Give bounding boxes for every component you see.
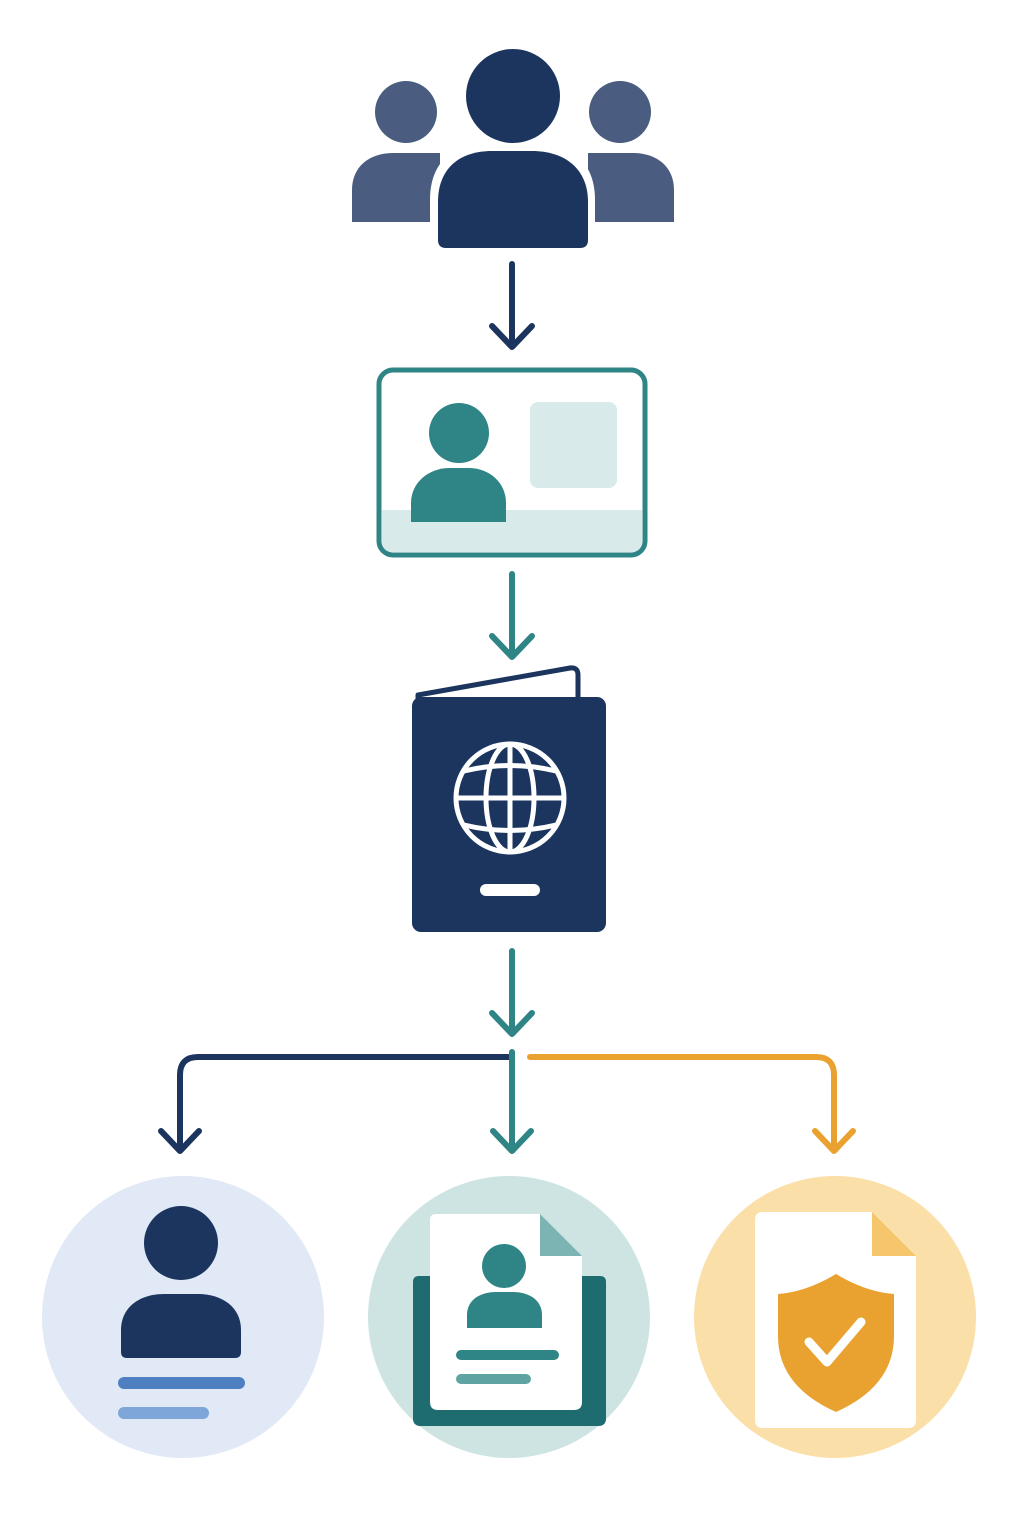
arrow-to-document-folder — [490, 1049, 534, 1154]
globe-icon — [453, 741, 567, 855]
id-card-icon — [376, 367, 648, 558]
arrow-user-group-to-id-card — [489, 261, 535, 350]
arrow-id-card-to-passport — [489, 571, 535, 660]
document-folder-icon — [368, 1176, 650, 1458]
arrow-passport-down — [489, 948, 535, 1037]
arrow-to-verified-document — [527, 1054, 856, 1154]
user-profile-icon — [42, 1176, 324, 1458]
verified-shield-document-icon — [694, 1176, 976, 1458]
user-group-icon — [352, 49, 674, 248]
passport-icon — [412, 665, 606, 932]
arrow-to-user-profile — [158, 1054, 515, 1154]
